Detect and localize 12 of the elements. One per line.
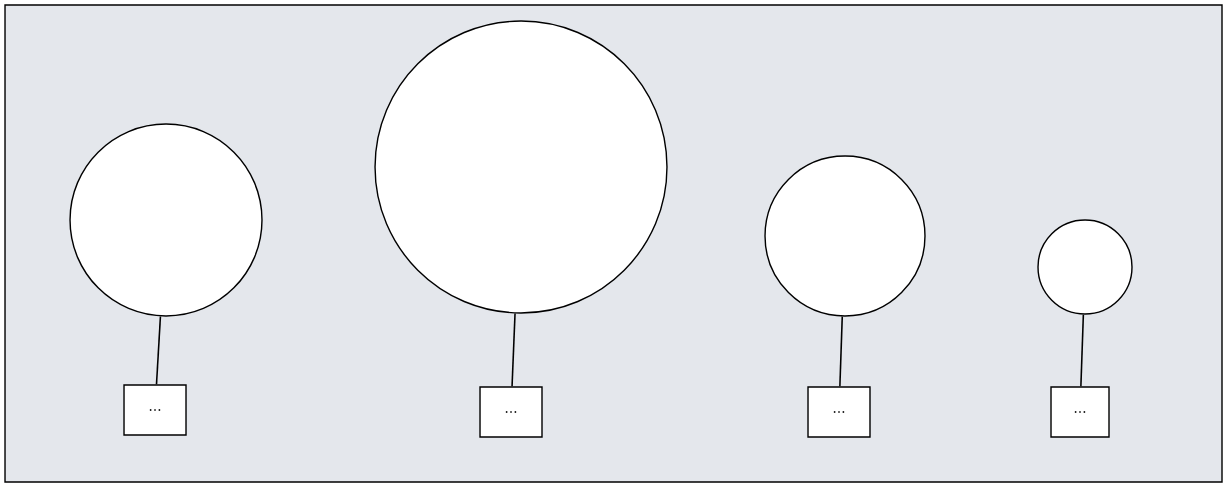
circle-shape xyxy=(374,20,668,314)
text-box: ... xyxy=(479,386,543,438)
connector-line xyxy=(155,315,162,386)
circle-shape xyxy=(764,155,926,317)
circle-shape xyxy=(69,123,263,317)
connector-line xyxy=(839,315,844,388)
circle-shape xyxy=(1037,219,1133,315)
text-box: ... xyxy=(123,384,187,436)
text-box: ... xyxy=(807,386,871,438)
connector-line xyxy=(1080,313,1085,388)
connector-line xyxy=(511,312,516,388)
text-box: ... xyxy=(1050,386,1110,438)
